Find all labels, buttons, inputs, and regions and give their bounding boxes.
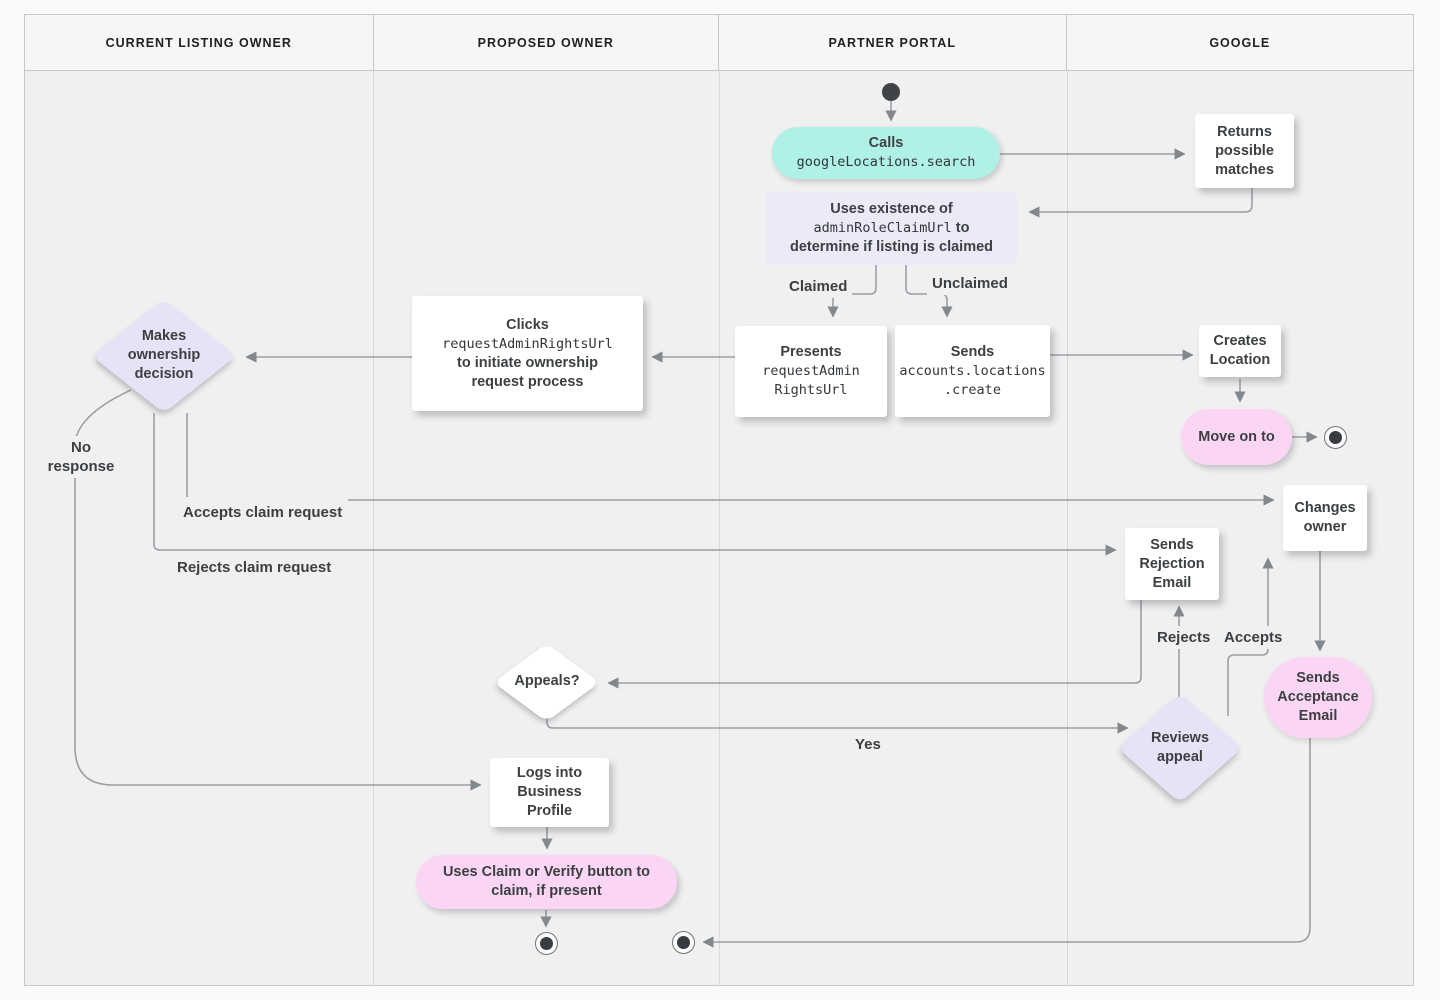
- node-title: Sends: [950, 343, 995, 360]
- node-returns-possible-matches: Returns possible matches: [1195, 114, 1294, 188]
- lane-divider-2: [719, 71, 720, 986]
- node-sends-acceptance-email: Sends Acceptance Email: [1264, 657, 1372, 738]
- node-text: Uses existence of: [830, 201, 953, 217]
- node-calls-googlelocations-search: Calls googleLocations.search: [772, 127, 1000, 179]
- end-node-moveon: [1324, 426, 1347, 449]
- node-text: Move on to: [1198, 428, 1275, 445]
- edge-label-yes: Yes: [850, 733, 886, 756]
- node-sends-rejection-email: Sends Rejection Email: [1125, 528, 1219, 600]
- node-code-text: requestAdmin RightsUrl: [762, 363, 860, 398]
- decision-makes-ownership-decision-label: Makes ownership decision: [127, 328, 201, 382]
- end-node-dot: [540, 937, 553, 950]
- node-clicks-requestadminrightsurl: Clicks requestAdminRightsUrl to initiate…: [412, 296, 643, 411]
- node-sends-accounts-locations-create: Sends accounts.locations .create: [895, 325, 1050, 417]
- lane-header-partner-portal: PARTNER PORTAL: [719, 15, 1067, 70]
- node-code-text: adminRoleClaimUrl: [813, 220, 952, 236]
- node-logs-into-business-profile: Logs into Business Profile: [490, 758, 609, 827]
- node-code-text: accounts.locations .create: [899, 362, 1046, 398]
- node-text: Logs into Business Profile: [516, 765, 583, 819]
- lane-divider-1: [373, 71, 374, 986]
- node-uses-claim-or-verify-button: Uses Claim or Verify button to claim, if…: [416, 855, 677, 909]
- edge-label-no-response: No response: [34, 436, 128, 478]
- edge-label-rejects-claim-request: Rejects claim request: [172, 556, 337, 579]
- end-node-dot: [1329, 431, 1342, 444]
- decision-reviews-appeal-label: Reviews appeal: [1150, 730, 1210, 765]
- edge-label-accepts-claim-request: Accepts claim request: [177, 497, 349, 528]
- node-creates-location: Creates Location: [1199, 325, 1281, 377]
- lane-header-proposed-owner: PROPOSED OWNER: [374, 15, 719, 70]
- node-code-text: requestAdminRightsUrl: [442, 335, 613, 352]
- node-code-text: googleLocations.search: [796, 154, 976, 170]
- edge-label-accepts: Accepts: [1219, 626, 1288, 649]
- lane-header-google: GOOGLE: [1209, 35, 1271, 50]
- node-presents-requestadminrightsurl: Presents requestAdmin RightsUrl: [735, 326, 887, 417]
- node-text: to: [951, 220, 970, 236]
- node-title: Clicks: [506, 316, 549, 333]
- lane-header-current-listing-owner: CURRENT LISTING OWNER: [25, 15, 374, 70]
- end-node-dot: [677, 936, 690, 949]
- node-text: Returns possible matches: [1215, 123, 1274, 178]
- node-move-on-to: Move on to: [1181, 409, 1292, 465]
- node-text: to initiate ownership request process: [457, 354, 598, 390]
- lane-divider-3: [1067, 71, 1068, 986]
- node-text: Sends Rejection Email: [1139, 536, 1205, 591]
- node-text: Uses Claim or Verify button to claim, if…: [442, 864, 651, 899]
- node-text: determine if listing is claimed: [789, 239, 994, 255]
- node-title: Calls: [868, 135, 904, 151]
- node-changes-owner: Changes owner: [1283, 485, 1367, 551]
- end-node-acceptance: [672, 931, 695, 954]
- node-text: Sends Acceptance Email: [1277, 670, 1359, 724]
- lane-header-row: CURRENT LISTING OWNER PROPOSED OWNER PAR…: [24, 14, 1414, 71]
- node-title: Presents: [780, 344, 842, 360]
- edge-label-rejects: Rejects: [1152, 626, 1216, 649]
- node-text: Changes owner: [1294, 500, 1356, 535]
- node-uses-existence-adminroleclaimurl: Uses existence of adminRoleClaimUrl to d…: [766, 192, 1017, 265]
- start-node: [882, 83, 900, 101]
- end-node-claim: [535, 932, 558, 955]
- edge-label-unclaimed: Unclaimed: [927, 272, 1013, 295]
- edge-label-claimed: Claimed: [784, 275, 853, 298]
- decision-appeals-label: Appeals?: [514, 673, 580, 689]
- node-text: Creates Location: [1209, 333, 1271, 368]
